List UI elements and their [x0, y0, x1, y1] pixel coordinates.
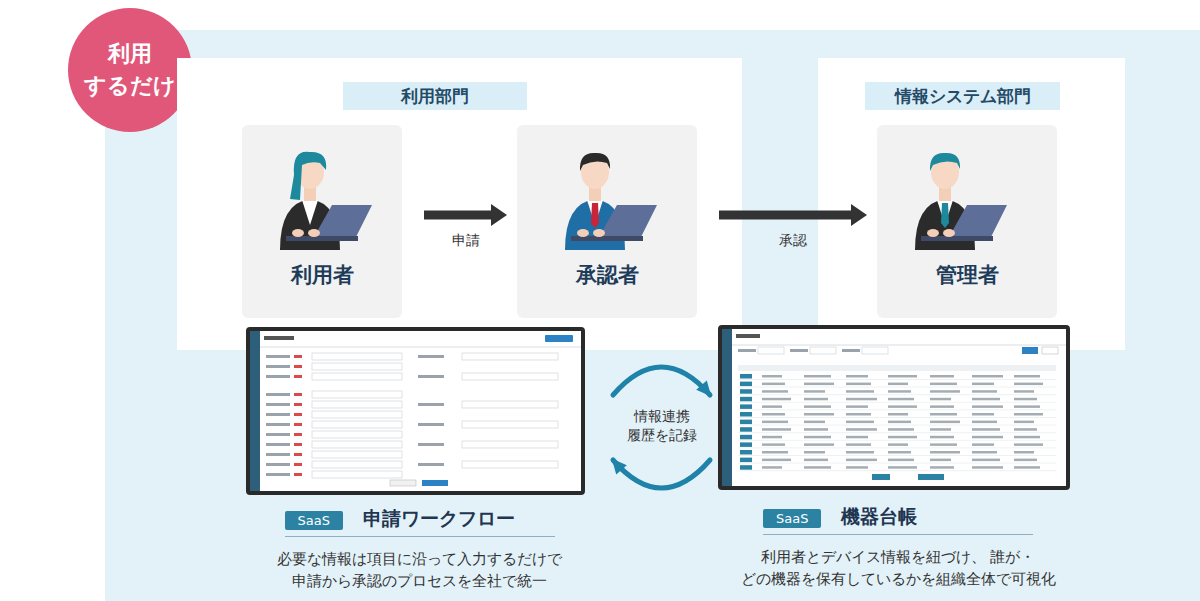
role-name: 利用者: [242, 261, 402, 289]
connector-arrow: [613, 367, 710, 395]
saas-description: 利用者とデバイス情報を紐づけ、 誰が・どの機器を保有しているかを組織全体で可視化: [703, 547, 1093, 591]
form-screenshot: [250, 331, 581, 491]
connector-arrow: [613, 460, 710, 488]
table-screenshot: [722, 329, 1066, 486]
role-card: 管理者: [877, 125, 1057, 318]
caption-underline: [763, 534, 1033, 535]
department-panel: 情報システム部門管理者: [818, 58, 1125, 350]
saas-screen: SaaS機器台帳利用者とデバイス情報を紐づけ、 誰が・どの機器を保有しているかを…: [718, 325, 1070, 490]
role-card: 承認者: [517, 125, 697, 318]
role-name: 承認者: [517, 261, 697, 289]
edge-label: 承認: [779, 231, 807, 250]
person-illustration: [242, 125, 402, 260]
person-illustration: [517, 125, 677, 260]
connector-arrow: [424, 204, 507, 226]
badge-circle: 利用 するだけ: [68, 8, 192, 132]
caption-underline: [285, 536, 555, 537]
saas-title: 申請ワークフロー: [363, 506, 515, 532]
connector-arrow: [719, 204, 867, 226]
department-heading: 情報システム部門: [865, 82, 1060, 110]
edge-label: 情報連携 履歴を記録: [626, 407, 698, 445]
department-heading: 利用部門: [343, 82, 527, 110]
saas-tag: SaaS: [763, 509, 821, 528]
person-illustration: [877, 125, 1037, 260]
role-card: 利用者: [242, 125, 402, 318]
saas-title: 機器台帳: [841, 504, 917, 530]
saas-screen: SaaS申請ワークフロー必要な情報は項目に沿って入力するだけで 申請から承認のプ…: [246, 327, 585, 495]
badge-text: 利用 するだけ: [84, 38, 176, 102]
edge-label: 申請: [452, 231, 480, 250]
department-panel: 利用部門利用者 承認者: [177, 58, 742, 350]
saas-tag: SaaS: [285, 511, 343, 530]
saas-description: 必要な情報は項目に沿って入力するだけで 申請から承認のプロセスを全社で統一: [225, 549, 615, 593]
role-name: 管理者: [877, 261, 1057, 289]
